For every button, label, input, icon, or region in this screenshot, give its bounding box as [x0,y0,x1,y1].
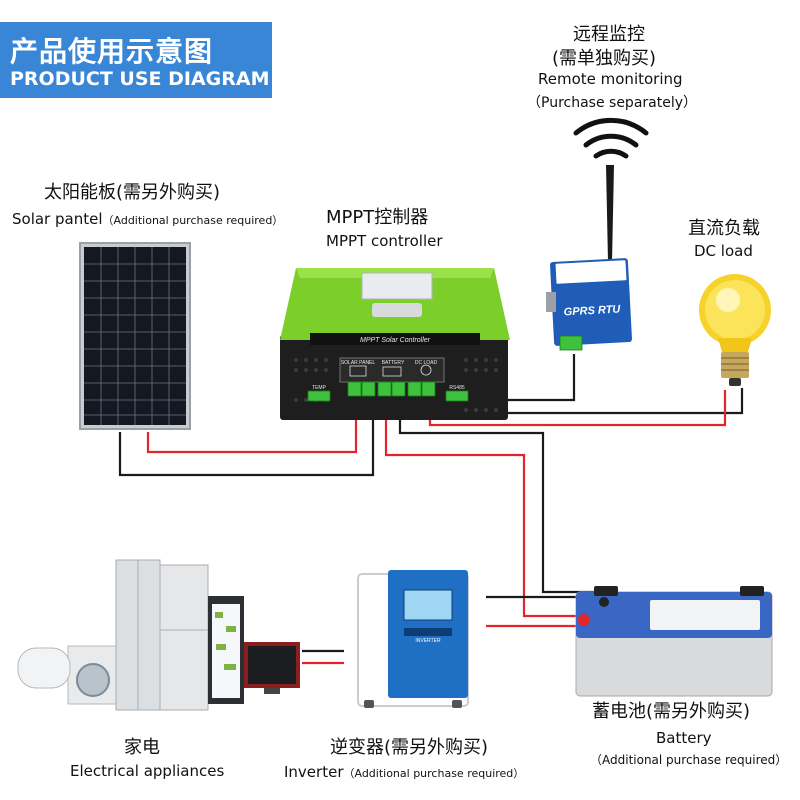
appliances-image [17,559,300,711]
wire-battery-black [398,395,598,594]
inverter-label-en-wrap: Inverter（Additional purchase required） [284,762,524,781]
remote-label-en: Remote monitoring [538,70,683,88]
wire-solar-black [118,395,375,477]
banner-title-zh: 产品使用示意图 [10,35,214,68]
remote-label-zh2: (需单独购买) [552,48,657,69]
title-banner: 产品使用示意图 PRODUCT USE DIAGRAM [0,22,272,98]
mppt-controller-image [280,268,510,420]
wire-solar-red [146,395,358,454]
port-label-temp: TEMP [312,385,327,391]
solar-panel-label-en-wrap: Solar pantel（Additional purchase require… [12,209,283,228]
appliances-label-zh: 家电 [124,737,160,758]
port-label-solar: SOLAR PANEL [341,360,376,366]
solar-panel-note: （Additional purchase required） [102,214,284,227]
inverter-label-en: Inverter [284,763,344,781]
solar-panel-label-zh: 太阳能板(需另外购买) [44,182,221,203]
controller-device-text: MPPT Solar Controller [360,337,431,344]
port-label-battery: BATTERY [382,360,405,366]
port-label-dcload: DC LOAD [415,360,438,366]
banner-title-en: PRODUCT USE DIAGRAM [10,68,270,90]
battery-label-zh: 蓄电池(需另外购买) [592,701,751,722]
dc-load-label-en: DC load [694,242,753,260]
gprs-rtu-image [546,118,649,351]
remote-label-zh1: 远程监控 [573,24,645,45]
inverter-note: （Additional purchase required） [343,767,525,780]
inverter-label-zh: 逆变器(需另外购买) [330,737,489,758]
rtu-device-text: GPRS RTU [563,303,621,318]
inverter-device-text: INVERTER [415,638,441,644]
remote-note: （Purchase separately） [527,95,698,111]
inverter-image [357,570,469,708]
battery-note: （Additional purchase required） [590,753,788,767]
appliances-label-en: Electrical appliances [70,762,225,780]
dc-load-label-zh: 直流负载 [688,218,760,239]
battery-label-en: Battery [656,729,712,747]
battery-image [575,586,773,697]
light-bulb-image [699,274,771,386]
solar-panel-image [79,242,191,430]
controller-label-zh: MPPT控制器 [326,207,429,228]
controller-label-en: MPPT controller [326,232,443,250]
solar-panel-label-en: Solar pantel [12,210,103,228]
wire-battery-red [384,395,578,618]
port-label-rs485: RS485 [449,385,465,391]
